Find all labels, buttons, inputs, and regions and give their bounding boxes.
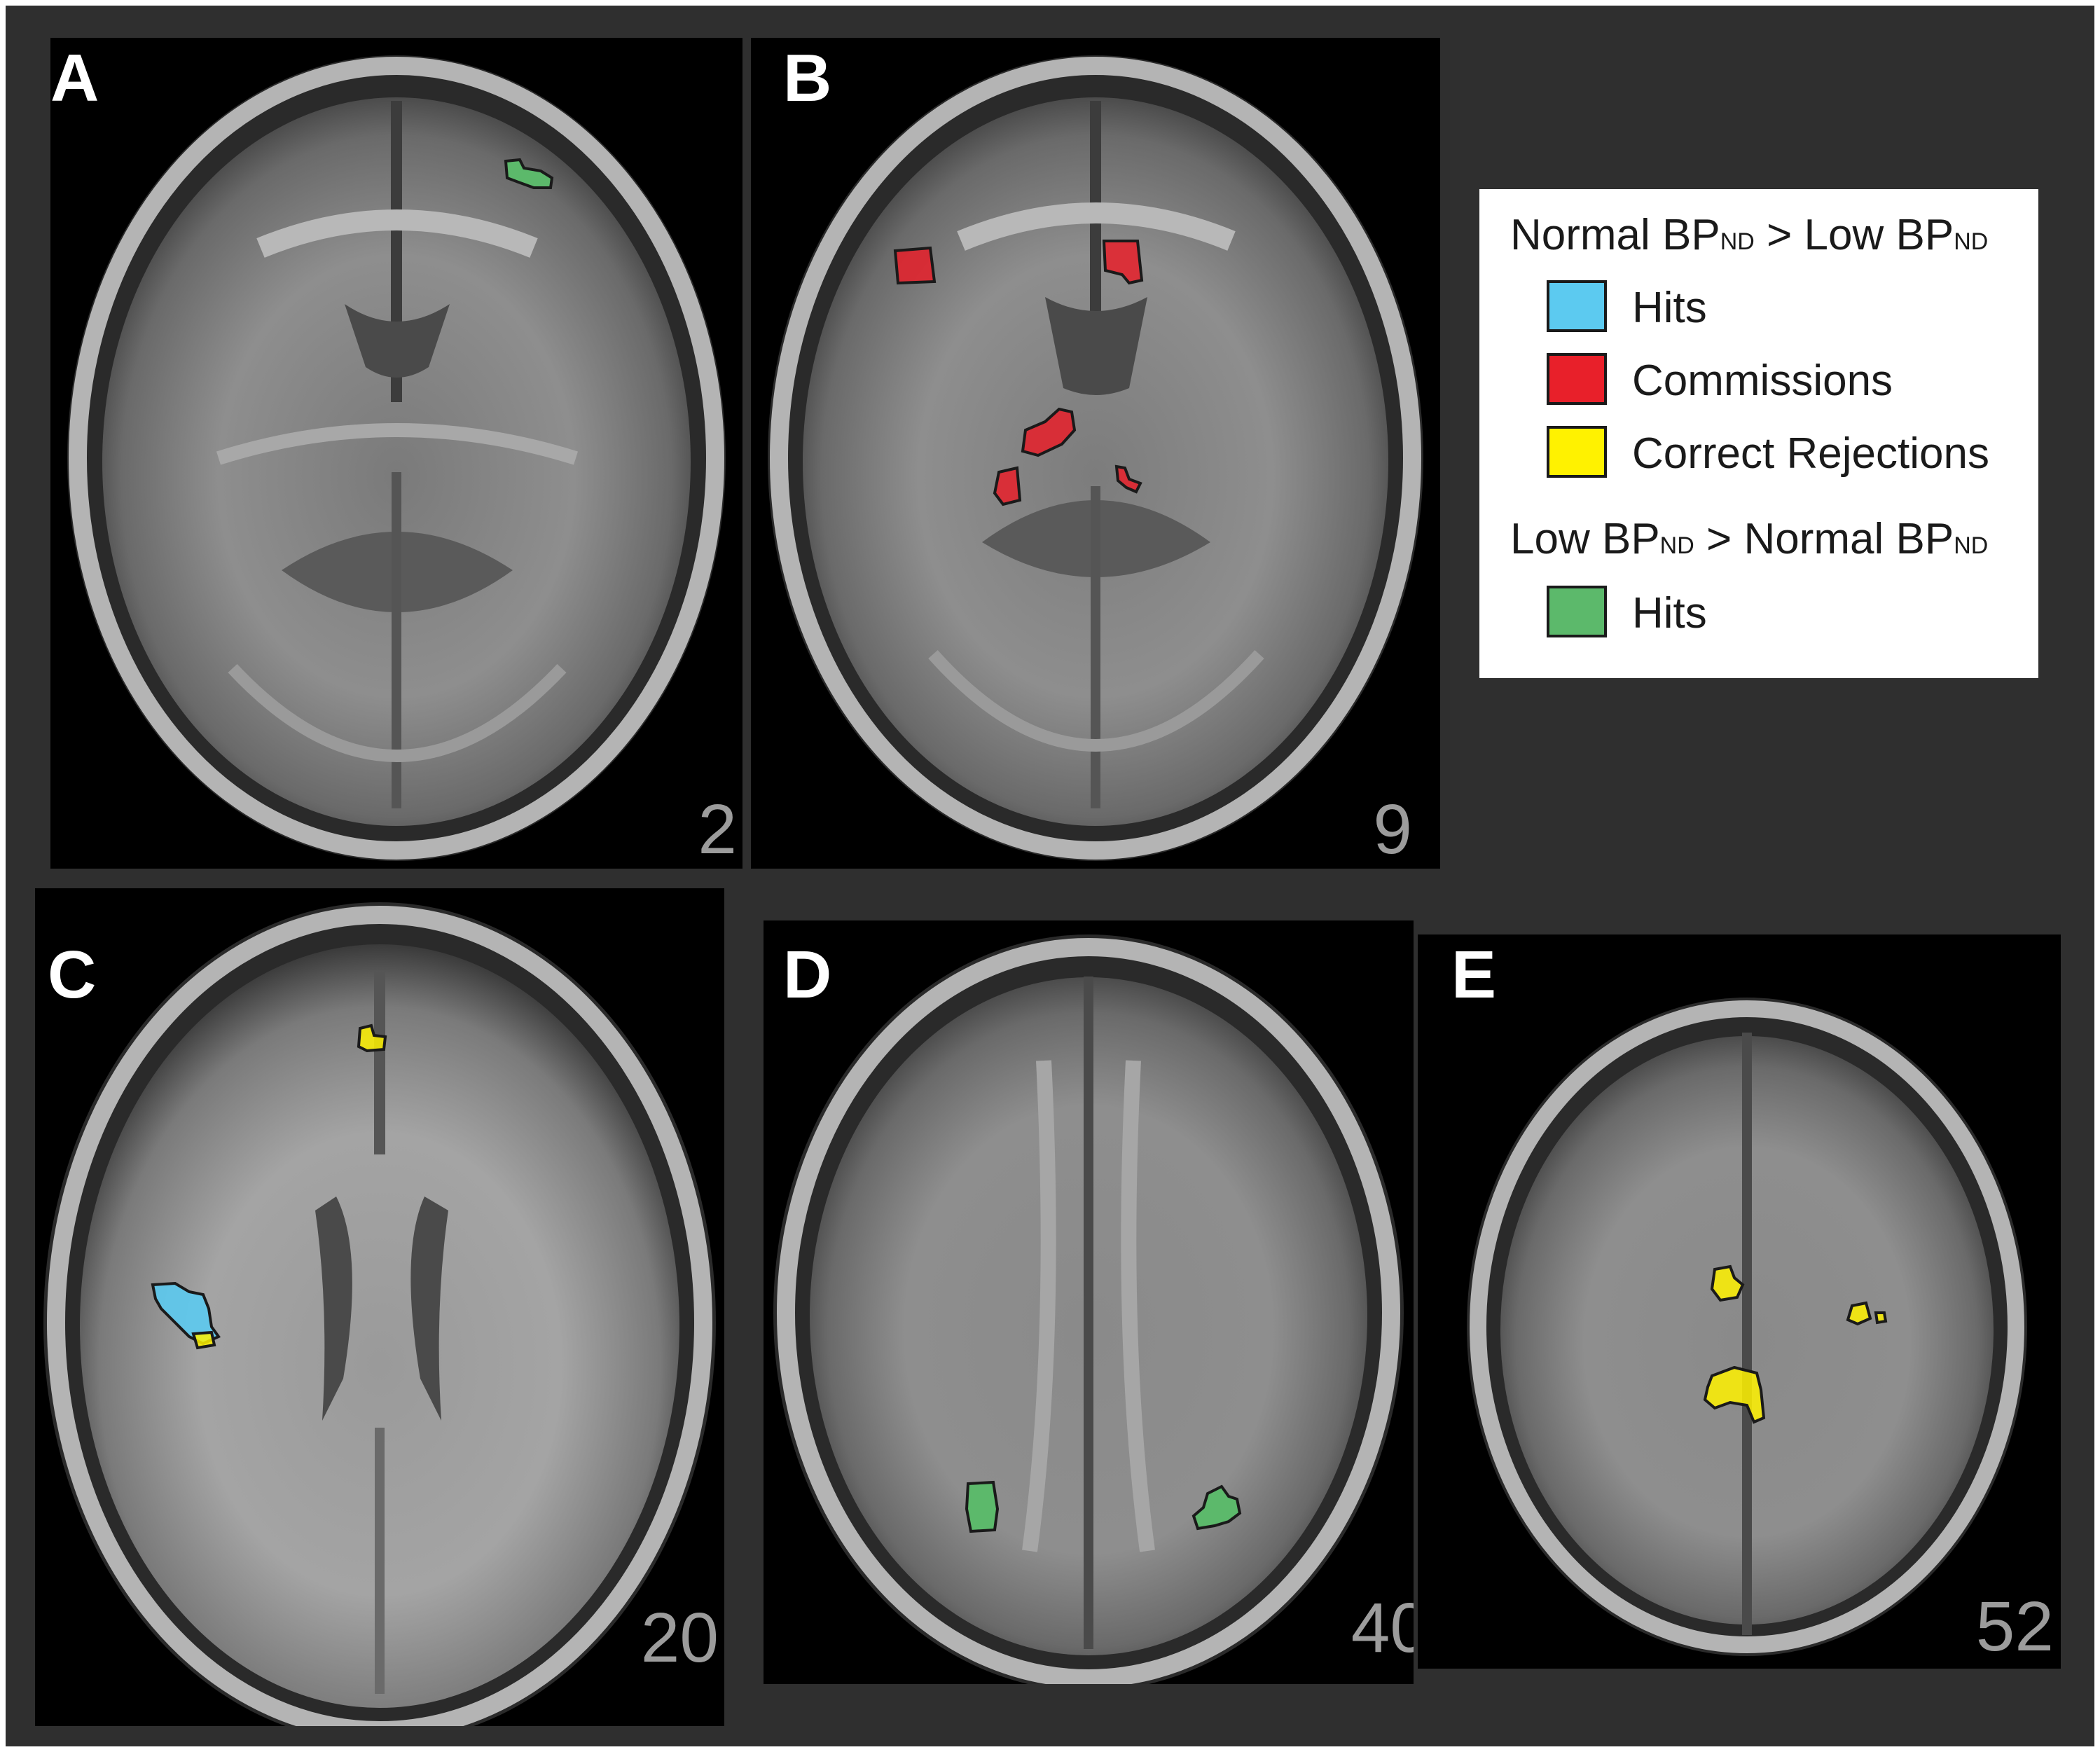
legend-swatch-correct-rejections <box>1547 426 1607 478</box>
legend: Normal BPND > Low BPND Hits Commissions … <box>1479 189 2038 678</box>
legend-heading-subscript: ND <box>1954 532 1989 559</box>
legend-heading-subscript: ND <box>1720 228 1755 255</box>
panel-a: A 2 <box>50 38 742 869</box>
clusters-e-yellow <box>1703 1264 1888 1424</box>
figure: A 2 <box>6 6 2094 1746</box>
slice-number: 9 <box>1373 790 1412 869</box>
legend-swatch-hits-low <box>1547 586 1607 637</box>
panel-letter: B <box>783 41 832 116</box>
legend-heading-text: Low BP <box>1510 515 1660 563</box>
panel-c: C 20 <box>35 888 724 1726</box>
panel-letter: C <box>48 937 97 1012</box>
panel-letter: A <box>50 41 99 116</box>
clusters-d-green <box>965 1480 1242 1533</box>
panel-d: D 40 <box>764 920 1414 1684</box>
legend-heading-text: Normal BP <box>1510 211 1720 259</box>
slice-number: 40 <box>1351 1589 1414 1667</box>
panel-letter: D <box>783 937 832 1012</box>
slice-number: 20 <box>640 1599 719 1677</box>
legend-swatch-commissions <box>1547 353 1607 405</box>
brain-slice-c <box>43 902 716 1726</box>
panel-letter: E <box>1451 937 1497 1012</box>
slice-number: 2 <box>698 790 737 869</box>
legend-label: Correct Rejections <box>1632 429 1989 478</box>
legend-swatch-hits <box>1547 280 1607 332</box>
legend-heading-normal-gt-low: Normal BPND > Low BPND <box>1510 210 1988 260</box>
legend-heading-subscript: ND <box>1659 532 1694 559</box>
legend-label: Hits <box>1632 589 1707 637</box>
legend-heading-text: > Normal BP <box>1694 515 1954 563</box>
brain-slice-e <box>1467 998 2027 1656</box>
legend-label: Commissions <box>1632 357 1893 405</box>
legend-heading-low-gt-normal: Low BPND > Normal BPND <box>1510 514 1988 564</box>
clusters-c <box>151 1023 387 1350</box>
brain-slice-d <box>773 934 1404 1684</box>
brain-slice-a <box>67 55 726 861</box>
cluster-a-green <box>504 158 554 189</box>
legend-heading-text: > Low BP <box>1754 211 1954 259</box>
panel-b: B 9 <box>751 38 1440 869</box>
clusters-b-red <box>893 240 1144 506</box>
panel-e: E 52 <box>1418 934 2061 1669</box>
slice-number: 52 <box>1975 1587 2054 1666</box>
legend-heading-subscript: ND <box>1954 228 1989 255</box>
legend-label: Hits <box>1632 284 1707 332</box>
